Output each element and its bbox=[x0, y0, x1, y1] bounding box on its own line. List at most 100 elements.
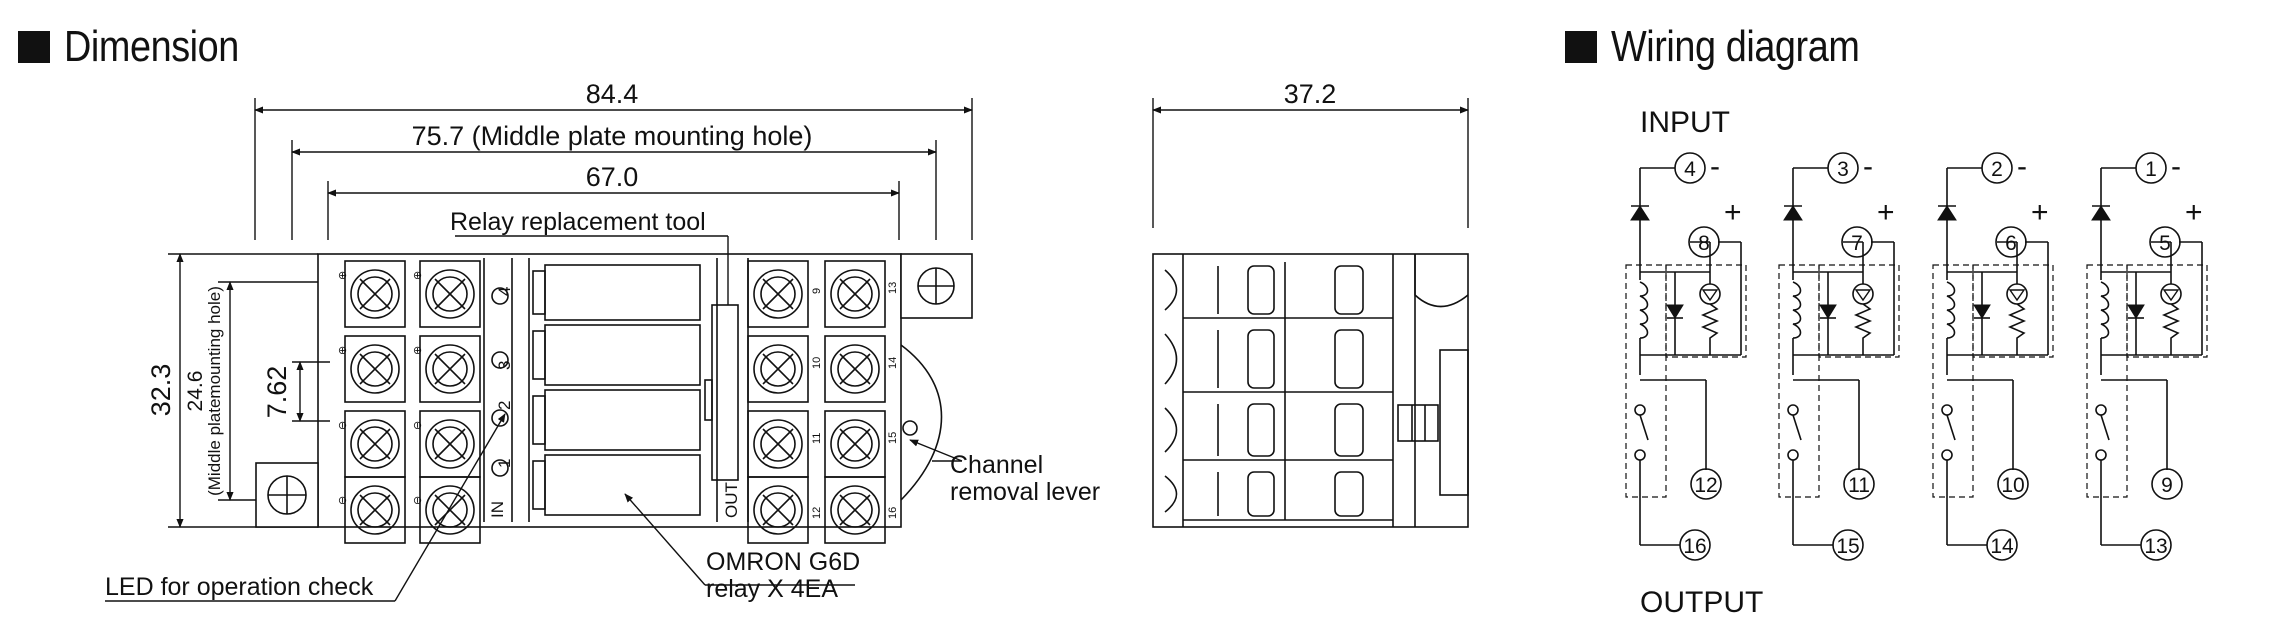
side-slot bbox=[1334, 471, 1364, 517]
terminal-screw-icon bbox=[350, 344, 400, 394]
in-label: IN bbox=[488, 501, 507, 518]
led-symbol bbox=[2008, 289, 2026, 302]
terminal-screw-inner bbox=[837, 276, 873, 312]
screw-slot bbox=[434, 278, 466, 310]
terminal-screw-icon bbox=[350, 419, 400, 469]
terminal-out-a-circle bbox=[2151, 468, 2183, 500]
side-slot bbox=[1247, 329, 1275, 389]
screw-slot bbox=[359, 494, 391, 526]
screw-slot bbox=[359, 278, 391, 310]
terminal-screw-icon bbox=[425, 344, 475, 394]
minus-sign: - bbox=[2017, 150, 2027, 183]
screw-slot bbox=[434, 428, 466, 460]
relay-body bbox=[544, 264, 701, 321]
dimension-lines bbox=[105, 98, 1469, 602]
terminal-number: 16 bbox=[887, 507, 899, 519]
terminal-out-a-circle bbox=[1997, 468, 2029, 500]
resistor-icon bbox=[2161, 303, 2181, 355]
terminal-screw-icon bbox=[753, 344, 803, 394]
relay-body bbox=[544, 389, 701, 451]
suppressor-diode-icon bbox=[1666, 304, 1684, 319]
out-label: OUT bbox=[722, 482, 741, 518]
relay-box bbox=[1932, 264, 1974, 498]
terminal-block bbox=[747, 476, 809, 544]
terminal-neg: 1 bbox=[2145, 158, 2157, 181]
terminal-block bbox=[824, 476, 886, 544]
switch-contact-icon bbox=[2095, 404, 2107, 416]
terminal-out-b-circle bbox=[1986, 529, 2018, 561]
side-slot bbox=[1334, 265, 1364, 315]
switch-blade bbox=[1792, 414, 1802, 441]
terminal-neg: 4 bbox=[1684, 158, 1696, 181]
terminal-out-b: 15 bbox=[1836, 535, 1859, 558]
terminal-number: 9 bbox=[811, 288, 823, 294]
switch-contact-icon bbox=[1941, 404, 1953, 416]
terminal-pos: 5 bbox=[2159, 232, 2171, 255]
heading-square-icon bbox=[1565, 31, 1597, 63]
terminal-block bbox=[824, 260, 886, 328]
led-symbol bbox=[2162, 289, 2180, 302]
led-indicator-icon bbox=[491, 459, 509, 477]
relay-box bbox=[2126, 264, 2208, 358]
side-terminal-curve bbox=[1164, 407, 1178, 453]
terminal-number: 15 bbox=[887, 432, 899, 444]
terminal-block bbox=[419, 335, 481, 403]
terminal-screw-icon bbox=[350, 269, 400, 319]
terminal-mark: ⊕ bbox=[337, 346, 349, 355]
screw-slot bbox=[434, 494, 466, 526]
screw-slot bbox=[762, 428, 794, 460]
relay-tool-label: Relay replacement tool bbox=[450, 208, 706, 236]
resistor-icon bbox=[2007, 303, 2027, 355]
dimension-heading: Dimension bbox=[18, 22, 267, 72]
side-view bbox=[1152, 253, 1469, 528]
relay-body bbox=[544, 454, 701, 516]
terminal-number: 10 bbox=[811, 357, 823, 369]
terminal-screw-icon bbox=[830, 269, 880, 319]
terminal-block bbox=[747, 335, 809, 403]
terminal-neg-circle bbox=[2135, 152, 2167, 184]
wiring-heading: Wiring diagram bbox=[1565, 22, 1900, 72]
terminal-screw-inner bbox=[837, 492, 873, 528]
terminal-pos-circle bbox=[1995, 226, 2027, 258]
terminal-out-a: 9 bbox=[2161, 474, 2173, 497]
terminal-screw-inner bbox=[760, 351, 796, 387]
dim-mount-hole-width: 75.7 (Middle plate mounting hole) bbox=[412, 121, 813, 151]
heading-square-icon bbox=[18, 31, 50, 63]
diode-icon bbox=[1630, 205, 1650, 221]
screw-slot bbox=[839, 494, 871, 526]
terminal-block bbox=[824, 335, 886, 403]
terminal-block bbox=[419, 476, 481, 544]
switch-contact-icon bbox=[2095, 449, 2107, 461]
side-terminal-curve bbox=[1164, 269, 1178, 311]
terminal-neg-circle bbox=[1827, 152, 1859, 184]
terminal-out-a-circle bbox=[1843, 468, 1875, 500]
terminal-mark: ⊖ bbox=[337, 421, 349, 430]
terminal-mark: ⊖ bbox=[412, 496, 424, 505]
terminal-out-b-circle bbox=[1679, 529, 1711, 561]
screw-slot bbox=[839, 278, 871, 310]
terminal-screw-inner bbox=[357, 276, 393, 312]
side-slot bbox=[1334, 329, 1364, 389]
terminal-screw-icon bbox=[753, 485, 803, 535]
side-terminal-curve bbox=[1164, 475, 1178, 513]
side-slot bbox=[1247, 265, 1275, 315]
dim-body-width: 67.0 bbox=[586, 162, 639, 192]
terminal-screw-inner bbox=[432, 351, 468, 387]
screw-slot bbox=[434, 353, 466, 385]
terminal-mark: ⊕ bbox=[337, 271, 349, 280]
terminal-screw-inner bbox=[760, 276, 796, 312]
terminal-mark: ⊖ bbox=[337, 496, 349, 505]
relay-box bbox=[2086, 264, 2128, 498]
terminal-number: 13 bbox=[887, 282, 899, 294]
led-indicator-icon bbox=[491, 351, 509, 369]
minus-sign: - bbox=[2171, 150, 2181, 183]
terminal-out-b: 14 bbox=[1990, 535, 2014, 558]
led-indicator-icon bbox=[491, 409, 509, 427]
wiring-heading-text: Wiring diagram bbox=[1611, 22, 1860, 71]
minus-sign: - bbox=[1710, 150, 1720, 183]
screw-slot bbox=[359, 428, 391, 460]
plus-sign: + bbox=[1724, 196, 1742, 229]
channel-lever-label-1: Channel bbox=[950, 451, 1043, 479]
dim-side-width: 37.2 bbox=[1284, 79, 1337, 109]
